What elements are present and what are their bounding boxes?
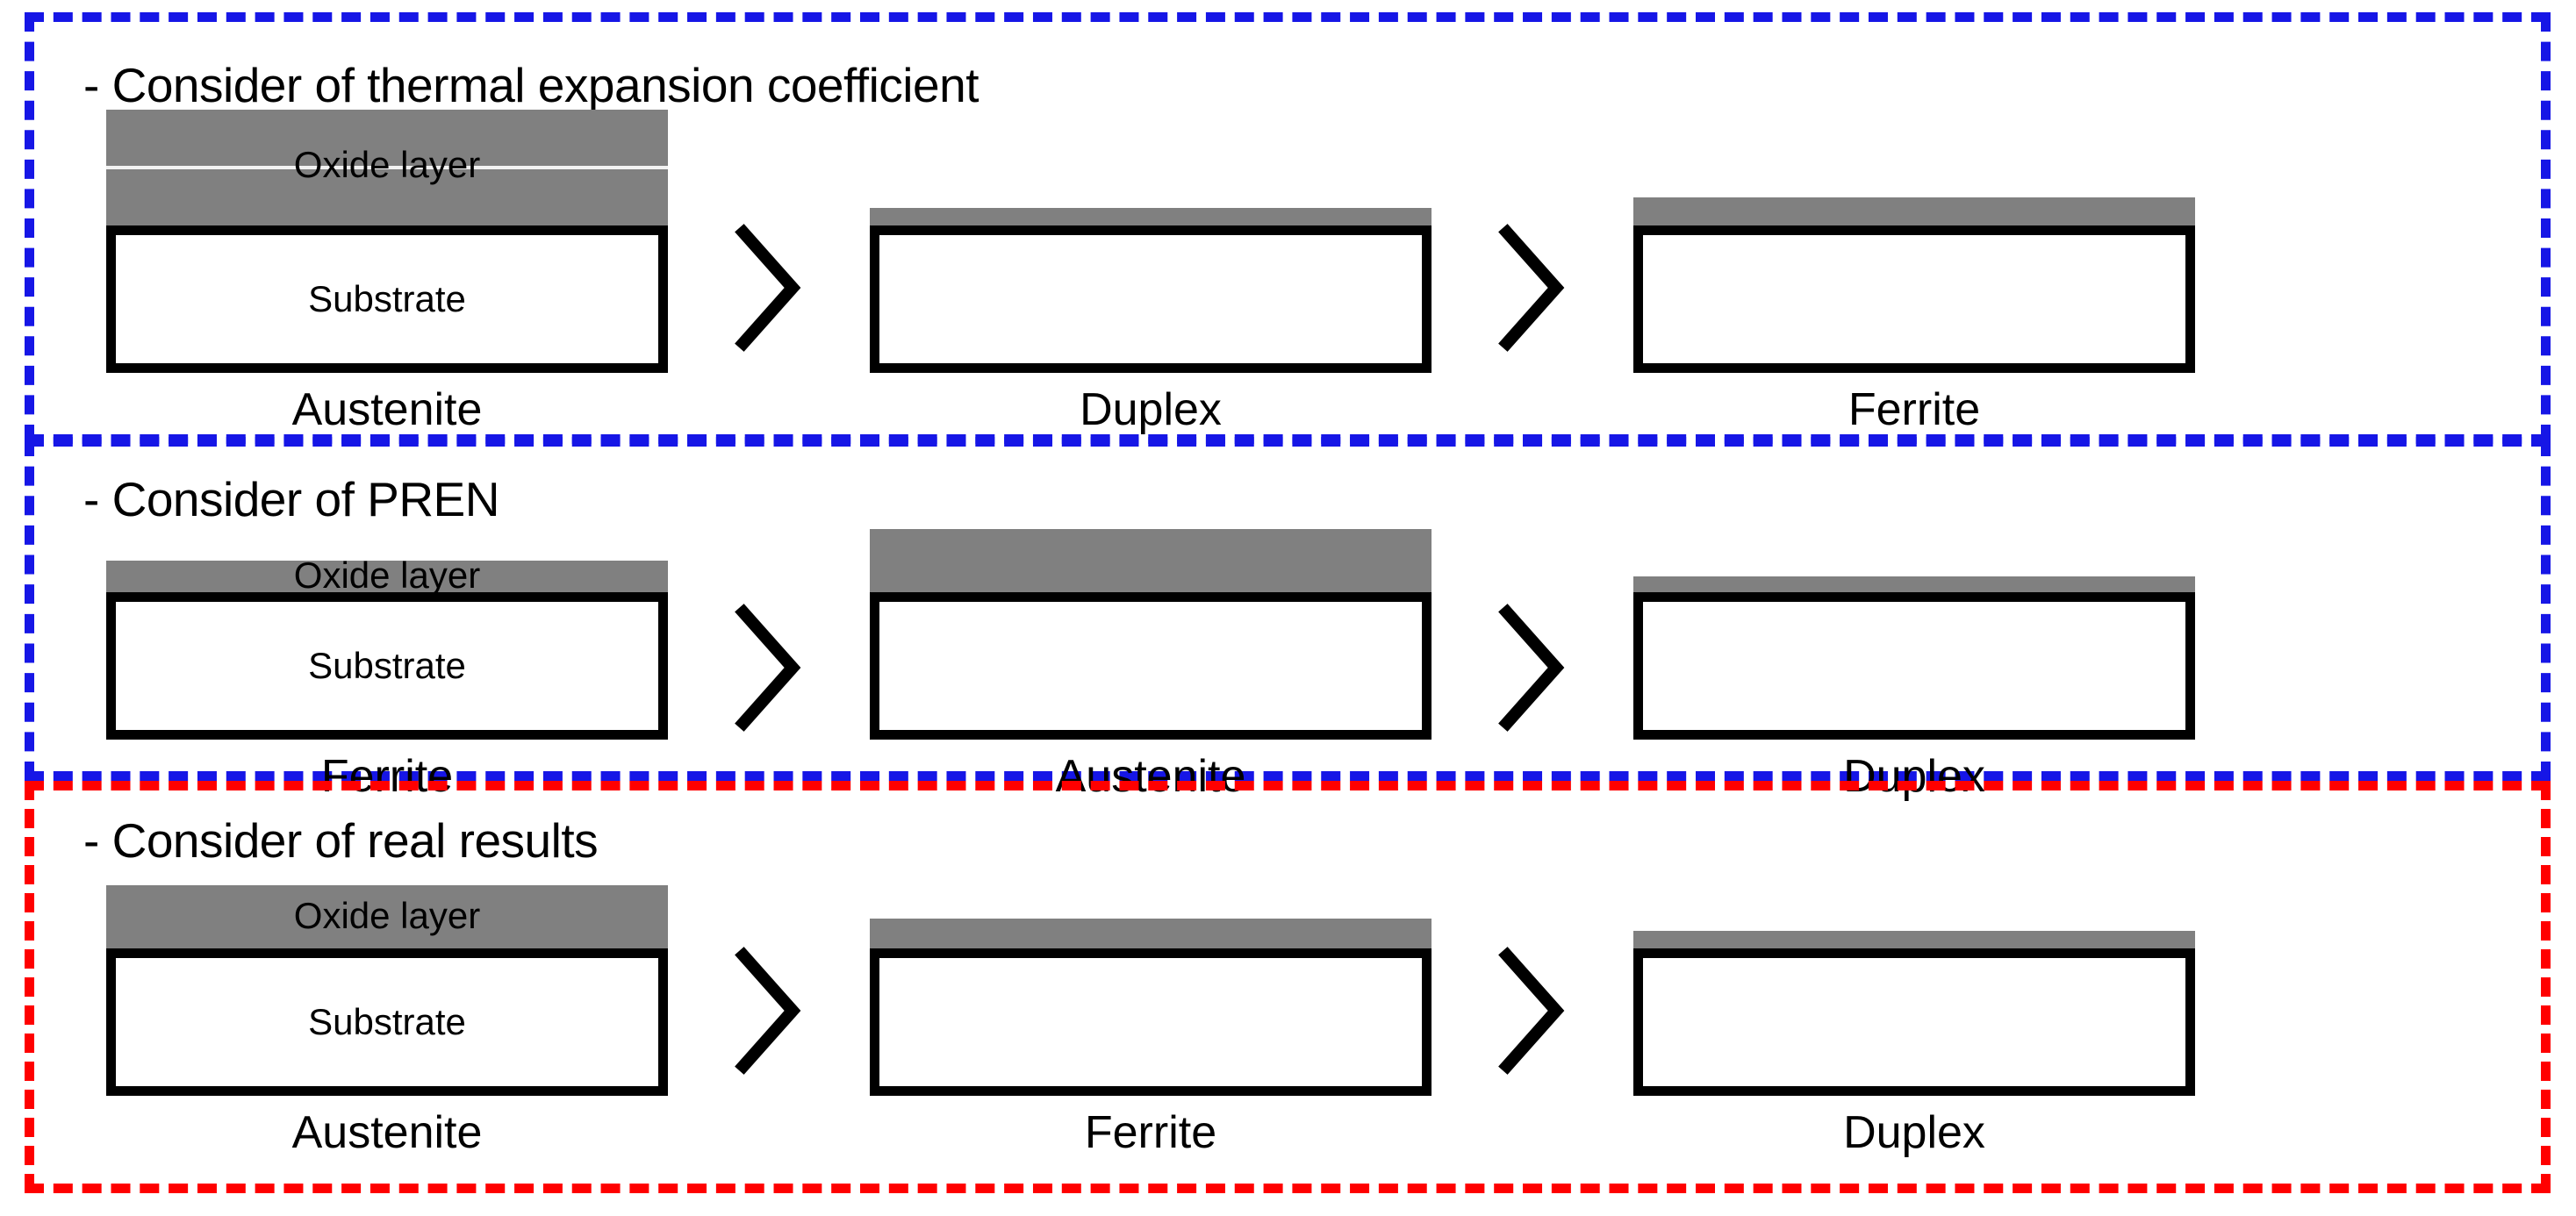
material-cell-ferrite: Ferrite (870, 861, 1432, 1155)
oxide-layer-block (870, 529, 1432, 592)
cell-row-pren: Oxide layer Substrate Ferrite (34, 508, 2541, 799)
material-cell-ferrite: Oxide layer Substrate Ferrite (106, 508, 668, 799)
material-label: Austenite (291, 1107, 483, 1158)
substrate-block (870, 948, 1432, 1096)
oxide-layer-block (870, 208, 1432, 225)
oxide-layer-label: Oxide layer (293, 895, 481, 936)
oxide-layer-block: Oxide layer (106, 557, 668, 594)
chevron-separator-2 (1432, 536, 1633, 799)
panel-heading-pren: - Consider of PREN (83, 472, 499, 526)
cell-row-real-results: Oxide layer Substrate Austenite (34, 861, 2541, 1155)
substrate-block (1633, 592, 2195, 740)
oxide-layer-block: Oxide layer (106, 885, 668, 948)
chevron-separator-2 (1432, 866, 1633, 1155)
material-label: Duplex (1843, 1107, 1985, 1158)
layer-stack: Oxide layer Substrate (106, 861, 668, 1096)
layer-stack (870, 110, 1432, 373)
substrate-block: Substrate (106, 225, 668, 373)
material-label: Ferrite (1084, 1107, 1217, 1158)
material-cell-duplex: Duplex (870, 110, 1432, 433)
substrate-label: Substrate (308, 278, 466, 319)
panel-pren: - Consider of PREN Oxide layer Substrate… (25, 437, 2551, 799)
substrate-block (870, 225, 1432, 373)
oxide-layer-block (1633, 931, 2195, 948)
material-label: Ferrite (1848, 384, 1981, 435)
panel-thermal-expansion: - Consider of thermal expansion coeffici… (25, 12, 2551, 444)
layer-stack (870, 508, 1432, 740)
layer-stack: Oxide layer Substrate (106, 110, 668, 373)
material-cell-duplex: Duplex (1633, 508, 2195, 799)
layer-stack (1633, 110, 2195, 373)
chevron-separator-2 (1432, 143, 1633, 433)
material-label: Duplex (1080, 384, 1222, 435)
substrate-block (1633, 948, 2195, 1096)
chevron-separator-1 (668, 536, 870, 799)
material-label: Duplex (1843, 751, 1985, 802)
oxide-layer-label: Oxide layer (293, 144, 481, 185)
substrate-label: Substrate (308, 1001, 466, 1042)
panel-real-results: - Consider of real results Oxide layer S… (25, 781, 2551, 1193)
material-label: Austenite (1055, 751, 1246, 802)
material-label: Austenite (291, 384, 483, 435)
layer-stack: Oxide layer Substrate (106, 508, 668, 740)
substrate-block: Substrate (106, 592, 668, 740)
panel-heading-thermal-expansion: - Consider of thermal expansion coeffici… (83, 58, 979, 112)
substrate-block (1633, 225, 2195, 373)
substrate-block: Substrate (106, 948, 668, 1096)
oxide-layer-block: Oxide layer (106, 110, 668, 225)
material-cell-austenite: Austenite (870, 508, 1432, 799)
oxide-layer-block (1633, 576, 2195, 592)
cell-row-thermal-expansion: Oxide layer Substrate Austenite (34, 110, 2541, 433)
layer-stack (1633, 861, 2195, 1096)
material-cell-duplex: Duplex (1633, 861, 2195, 1155)
substrate-label: Substrate (308, 645, 466, 686)
oxide-layer-block (1633, 197, 2195, 225)
panel-heading-real-results: - Consider of real results (83, 813, 599, 868)
layer-stack (870, 861, 1432, 1096)
material-cell-austenite: Oxide layer Substrate Austenite (106, 110, 668, 433)
chevron-separator-1 (668, 143, 870, 433)
material-cell-austenite: Oxide layer Substrate Austenite (106, 861, 668, 1155)
layer-stack (1633, 508, 2195, 740)
chevron-separator-1 (668, 866, 870, 1155)
substrate-block (870, 592, 1432, 740)
oxide-layer-block (870, 919, 1432, 948)
material-label: Ferrite (320, 751, 454, 802)
oxide-layer-label: Oxide layer (293, 554, 481, 596)
material-cell-ferrite: Ferrite (1633, 110, 2195, 433)
